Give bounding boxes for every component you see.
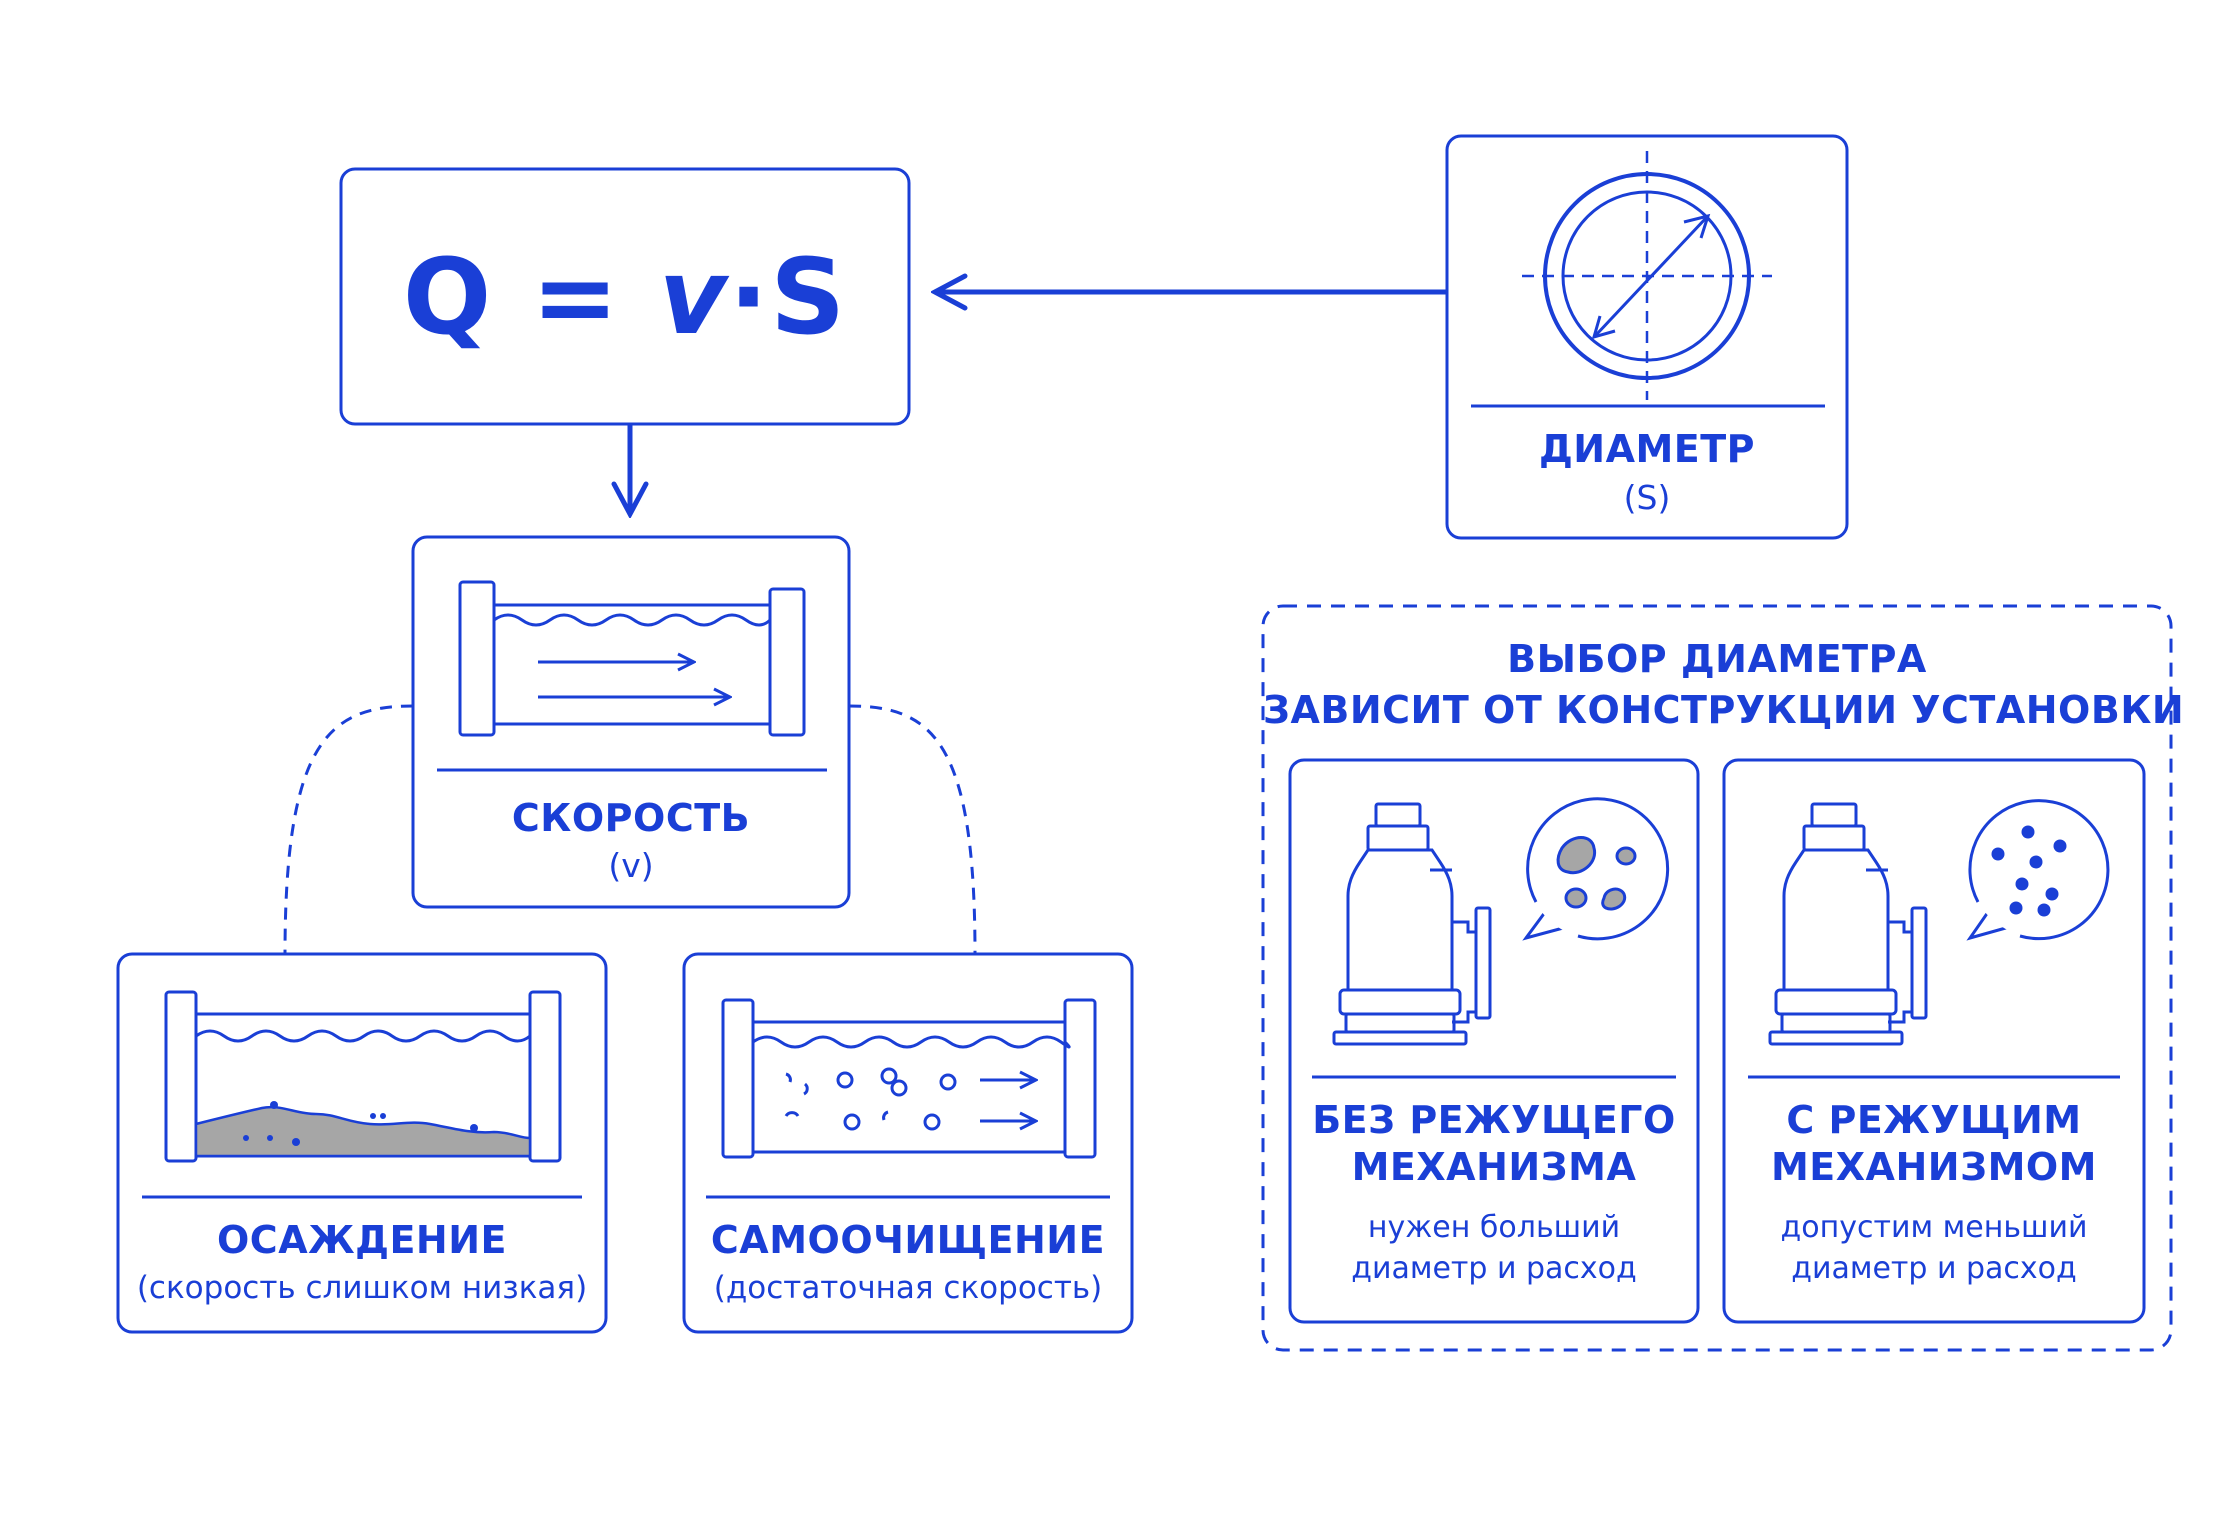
pipe-sediment-icon [164,990,562,1163]
self-cleaning-box [682,952,1134,1334]
self-cleaning-note: (достаточная скорость) [713,1270,1103,1306]
sedimentation-note: (скорость слишком низкая) [136,1270,588,1306]
without-cutter-title-line2: МЕХАНИЗМА [1351,1145,1637,1189]
pump-large-particles-icon [1332,797,1670,1046]
diameter-symbol: (S) [1623,478,1671,517]
speed-box [411,535,851,909]
with-cutter-card [1722,758,2146,1324]
dashed-connector-right [848,704,977,955]
formula-v: v [658,236,729,358]
formula-box [339,167,911,426]
with-cutter-title-line2: МЕХАНИЗМОМ [1770,1145,2097,1189]
with-cutter-desc-line1: допустим меньший [1780,1210,2088,1245]
dashed-connector-left [283,704,414,955]
diameter-title: ДИАМЕТР [1538,427,1756,471]
sedimentation-title: ОСАЖДЕНИЕ [217,1218,507,1262]
pipe-cross-section-icon [1522,151,1772,400]
with-cutter-desc-line2: диаметр и расход [1791,1251,2077,1286]
pump-small-particles-icon [1768,799,2110,1046]
with-cutter-title-line1: С РЕЖУЩИМ [1786,1098,2082,1142]
pipe-flow-icon [458,580,806,737]
pipe-self-cleaning-icon [721,998,1097,1159]
formula-equals: = [531,236,621,358]
choice-title-line2: ЗАВИСИТ ОТ КОНСТРУКЦИИ УСТАНОВКИ [1263,688,2185,732]
without-cutter-title-line1: БЕЗ РЕЖУЩЕГО [1312,1098,1676,1142]
speed-symbol: (v) [608,846,654,885]
choice-title-line1: ВЫБОР ДИАМЕТРА [1507,637,1927,681]
formula-s: S [770,236,848,358]
self-cleaning-title: САМООЧИЩЕНИЕ [710,1218,1106,1262]
without-cutter-card [1288,758,1700,1324]
without-cutter-desc-line1: нужен больший [1367,1210,1621,1245]
formula-q: Q [402,236,494,358]
without-cutter-desc-line2: диаметр и расход [1351,1251,1637,1286]
choice-container [1261,604,2173,1352]
formula-dot: · [728,236,771,358]
sedimentation-box [116,952,608,1334]
formula-text: Q = v·S [341,232,909,362]
diameter-box [1445,134,1849,540]
speed-title: СКОРОСТЬ [511,796,751,840]
